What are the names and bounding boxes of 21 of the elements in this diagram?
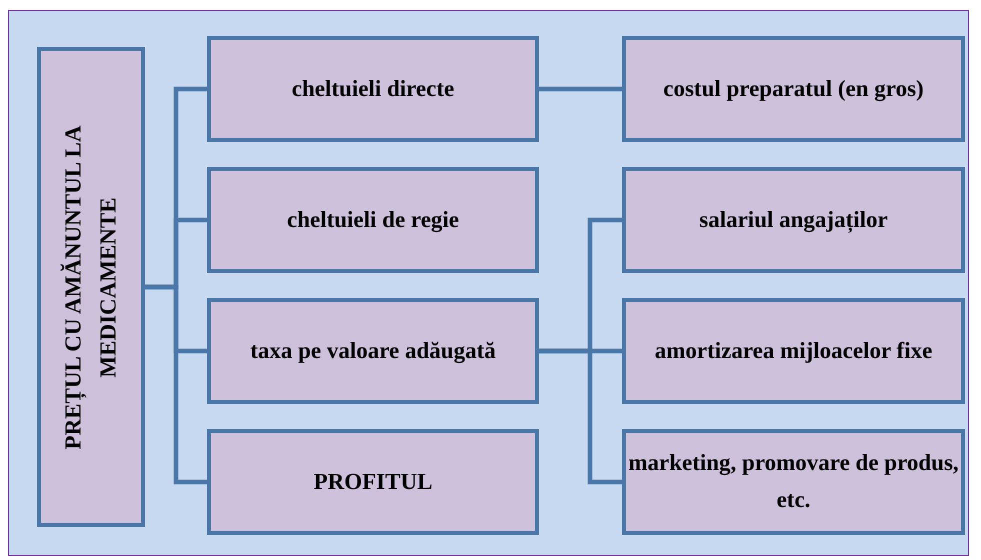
connector-line [539, 348, 622, 484]
text-box [207, 298, 539, 404]
text-box [622, 36, 965, 142]
box-label: salariul angajaților [699, 206, 888, 235]
text-box [622, 429, 965, 535]
text-box [622, 298, 965, 404]
text-box [207, 167, 539, 273]
box-label: cheltuieli directe [292, 74, 454, 103]
connector-line [145, 284, 207, 484]
box-label: marketing, promovare de produs, etc. [627, 449, 960, 514]
text-box [207, 36, 539, 142]
box-label: taxa pe valoare adăugată [250, 336, 496, 366]
box-label: cheltuieli de regie [286, 206, 460, 234]
box-label: amortizarea mijloacelor fixe [654, 336, 932, 365]
text-box [207, 429, 539, 535]
box-label: PREȚUL CU AMĂNUNTUL LA MEDICAMENTE [60, 124, 121, 452]
box-label: costul preparatul (en gros) [663, 74, 924, 104]
text-box [622, 167, 965, 273]
text-box [37, 47, 145, 527]
connector-line [539, 86, 622, 92]
box-label: PROFITUL [314, 468, 432, 496]
